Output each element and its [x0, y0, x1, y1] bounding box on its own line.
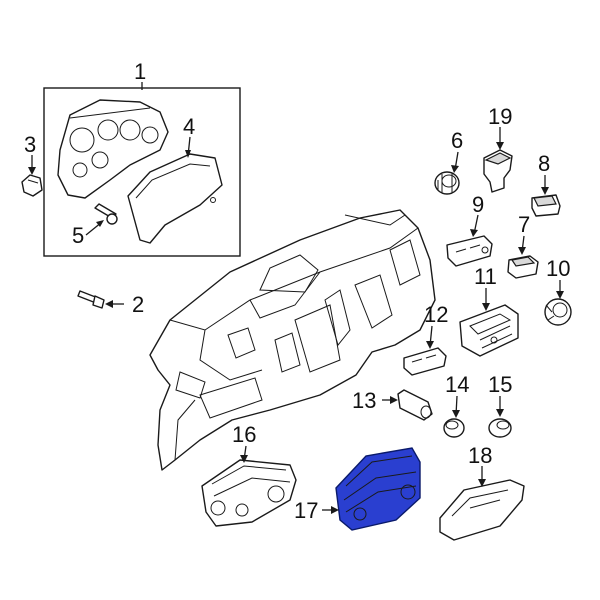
- arrow-15: [496, 409, 504, 417]
- part-7-switch[interactable]: [507, 255, 539, 279]
- callout-11: 11: [474, 264, 497, 289]
- arrow-13: [390, 396, 398, 404]
- part-12-switch-panel[interactable]: [403, 347, 447, 376]
- callout-15: 15: [488, 372, 512, 397]
- callout-14: 14: [445, 372, 469, 397]
- part-18-module[interactable]: [439, 479, 525, 541]
- part-11-control-module[interactable]: [459, 304, 519, 357]
- callout-9: 9: [472, 192, 484, 217]
- callout-12: 12: [424, 302, 448, 327]
- arrow-11: [482, 303, 490, 311]
- arrow-4: [185, 150, 191, 158]
- arrow-12: [426, 341, 434, 349]
- callout-6: 6: [451, 128, 463, 153]
- part-19-switch[interactable]: [483, 149, 513, 193]
- arrow-17: [331, 506, 339, 514]
- part-8-switch[interactable]: [531, 194, 561, 217]
- arrow-16: [240, 455, 248, 463]
- callout-13: 13: [352, 388, 376, 413]
- part-2-bolt[interactable]: [77, 290, 105, 309]
- callout-7: 7: [518, 212, 530, 237]
- part-17-climate-control[interactable]: [335, 447, 421, 531]
- part-10-knob[interactable]: [544, 298, 572, 326]
- callout-2: 2: [132, 292, 144, 317]
- arrow-18: [478, 479, 486, 487]
- part-15-knob[interactable]: [488, 418, 512, 438]
- arrow-19: [496, 142, 504, 150]
- callout-19: 19: [488, 104, 512, 129]
- arrow-5: [96, 220, 104, 227]
- callout-4: 4: [183, 114, 195, 139]
- callout-10: 10: [546, 256, 570, 281]
- callout-3: 3: [24, 132, 36, 157]
- arrow-6: [451, 165, 459, 173]
- part-14-knob[interactable]: [443, 418, 465, 438]
- arrow-10: [556, 291, 564, 299]
- arrow-9: [470, 229, 478, 237]
- instrument-panel: [149, 209, 436, 471]
- part-1-instrument-cluster[interactable]: [57, 99, 169, 199]
- callout-17: 17: [294, 498, 318, 523]
- callout-16: 16: [232, 422, 256, 447]
- part-9-switch-panel[interactable]: [446, 235, 493, 267]
- part-13-switch[interactable]: [397, 389, 433, 421]
- callout-1: 1: [134, 59, 146, 84]
- arrow-7: [518, 247, 526, 255]
- arrow-3: [28, 167, 36, 175]
- arrow-14: [452, 410, 460, 418]
- part-3-clip[interactable]: [21, 174, 43, 197]
- callout-5: 5: [72, 223, 84, 248]
- part-6-knob[interactable]: [434, 171, 460, 195]
- arrow-8: [541, 187, 549, 195]
- part-5-screw[interactable]: [94, 203, 118, 225]
- callout-18: 18: [468, 443, 492, 468]
- arrow-2: [105, 300, 113, 308]
- part-4-cluster-lens[interactable]: [127, 153, 223, 244]
- callout-8: 8: [538, 151, 550, 176]
- part-16-climate-control[interactable]: [201, 459, 297, 527]
